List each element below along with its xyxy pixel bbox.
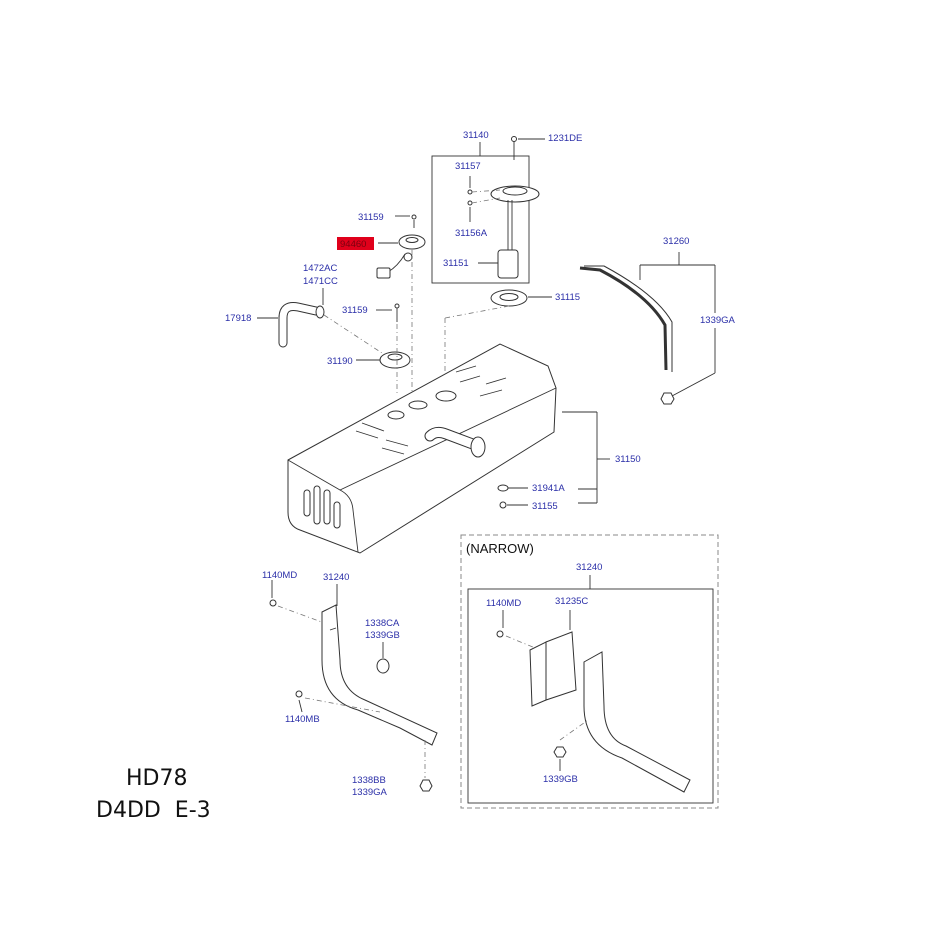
part-labels: 31140 1231DE 31157 31156A 31151 31159 94… bbox=[225, 130, 736, 798]
label-94460[interactable]: 94460 bbox=[340, 239, 366, 250]
label-17918: 17918 bbox=[225, 313, 251, 324]
label-31157: 31157 bbox=[455, 161, 481, 172]
label-1231DE: 1231DE bbox=[548, 133, 582, 144]
label-31156A: 31156A bbox=[455, 228, 488, 239]
label-1338BB: 1338BB bbox=[352, 775, 386, 786]
sender-group bbox=[431, 136, 545, 284]
label-1140MD-left: 1140MD bbox=[262, 570, 297, 581]
label-31155: 31155 bbox=[532, 501, 558, 512]
label-31240-left: 31240 bbox=[323, 572, 349, 583]
gasket-31115 bbox=[444, 289, 552, 390]
fuel-tank-31150 bbox=[287, 343, 610, 554]
strap-31260 bbox=[579, 252, 716, 405]
filler-31190 bbox=[356, 303, 411, 395]
label-31190: 31190 bbox=[327, 356, 353, 367]
highlight-94460 bbox=[337, 237, 374, 250]
label-31159-lower: 31159 bbox=[342, 305, 368, 316]
label-1338CA: 1338CA bbox=[365, 618, 400, 629]
label-31140: 31140 bbox=[463, 130, 489, 141]
label-31150: 31150 bbox=[615, 454, 641, 465]
label-31151: 31151 bbox=[443, 258, 469, 269]
model-line-1: HD78 bbox=[126, 766, 187, 791]
cap-94460 bbox=[376, 214, 426, 395]
label-31159-upper: 31159 bbox=[358, 212, 384, 223]
label-31240-narrow: 31240 bbox=[576, 562, 602, 573]
label-1339GA-bottom: 1339GA bbox=[352, 787, 388, 798]
model-line-2: D4DD E-3 bbox=[96, 798, 211, 823]
label-1339GA-strap: 1339GA bbox=[700, 315, 736, 326]
label-1339GB-narrow: 1339GB bbox=[543, 774, 578, 785]
label-1472AC: 1472AC bbox=[303, 263, 337, 274]
label-31115: 31115 bbox=[555, 292, 580, 303]
label-31235C: 31235C bbox=[555, 596, 588, 607]
label-1140MB: 1140MB bbox=[285, 714, 320, 725]
label-31260: 31260 bbox=[663, 236, 689, 247]
label-1140MD-narrow: 1140MD bbox=[486, 598, 521, 609]
hose-17918 bbox=[257, 288, 386, 356]
bracket-left bbox=[269, 580, 438, 792]
label-31941A: 31941A bbox=[532, 483, 565, 494]
label-1471CC: 1471CC bbox=[303, 276, 338, 287]
narrow-title: (NARROW) bbox=[466, 541, 534, 556]
label-1339GB-left: 1339GB bbox=[365, 630, 400, 641]
narrow-inset bbox=[460, 534, 719, 809]
